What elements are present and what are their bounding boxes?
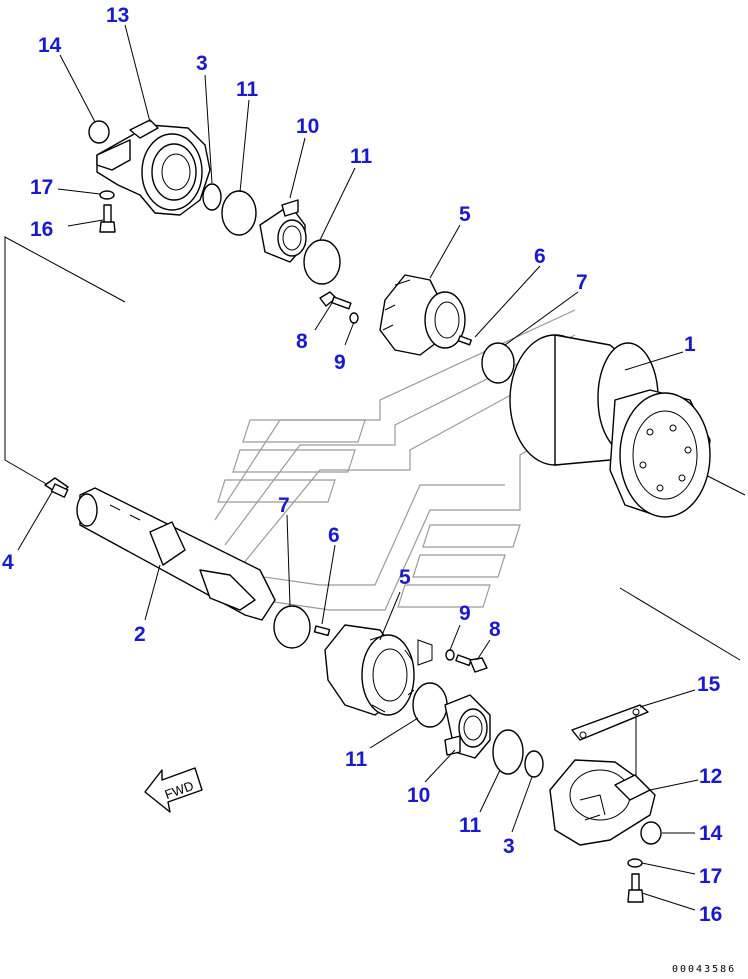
callout-15: 15 [697,673,721,696]
floating-seal-upper [259,199,307,263]
callout-2: 2 [134,623,146,646]
callout-14: 14 [699,822,723,845]
callout-7: 7 [576,271,588,294]
clip-lower [417,639,433,666]
callout-3: 3 [196,52,208,75]
callout-7: 7 [278,494,290,517]
floating-seal-lower [444,694,491,759]
shaft [76,487,276,621]
bolt-8-lower [455,654,488,673]
collar-lower [324,624,415,716]
collar-upper [379,274,466,356]
callout-16: 16 [30,218,53,241]
pin-6-lower [313,625,331,637]
seal-ring-11-c [412,682,448,728]
callout-17: 17 [699,865,722,888]
bracket-lower [549,759,656,846]
callout-16: 16 [699,903,722,926]
fwd-arrow: FWD [144,767,203,813]
callout-10: 10 [296,115,319,138]
callout-17: 17 [30,176,53,199]
bolt-8-upper [319,291,352,310]
callout-11: 11 [459,814,482,837]
callout-5: 5 [459,203,471,226]
callout-11: 11 [236,78,259,101]
callout-14: 14 [38,34,62,57]
washer-9-upper [349,312,359,324]
seal-ring-11-b [303,239,341,285]
callout-3: 3 [503,835,515,858]
bolt-16-upper [99,204,116,233]
callout-13: 13 [106,4,129,27]
callout-10: 10 [407,784,430,807]
callout-11: 11 [350,145,373,168]
callout-8: 8 [296,330,308,353]
callout-4: 4 [2,551,14,574]
washer-17-lower [627,858,643,868]
callout-8: 8 [489,618,501,641]
pin-6-upper [457,335,472,346]
o-ring-14-upper [88,120,110,144]
callout-11: 11 [345,748,368,771]
seal-ring-11-d [492,729,524,775]
callout-9: 9 [334,351,346,374]
callouts: 13 14 3 11 10 11 17 16 5 6 7 1 8 9 4 7 6… [2,4,723,926]
callout-6: 6 [534,245,546,268]
document-number: 00043586 [672,964,736,975]
washer-17-upper [99,190,115,200]
plug-4 [44,477,69,498]
callout-9: 9 [459,602,471,625]
bracket-upper [96,119,211,216]
callout-1: 1 [684,333,696,356]
callout-6: 6 [328,524,340,547]
seal-ring-11-a [221,190,257,236]
o-ring-3-lower [524,750,544,778]
callout-12: 12 [699,765,722,788]
roller-body [509,334,711,518]
o-ring-14-lower [640,821,662,845]
o-ring-7-upper [481,342,515,384]
callout-5: 5 [399,566,411,589]
bolt-16-lower [627,873,644,903]
o-ring-3-upper [202,183,222,211]
o-ring-7-lower [273,605,311,649]
washer-9-lower [445,649,455,661]
watermark-graphic [214,309,581,611]
leader-lines [17,24,699,911]
